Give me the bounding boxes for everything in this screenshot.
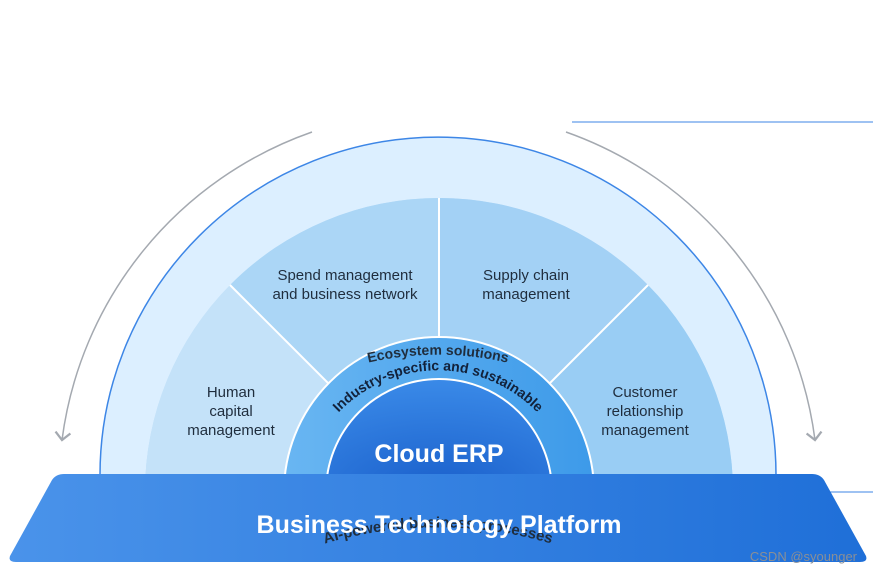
watermark: CSDN @syounger <box>749 549 857 564</box>
core-label: Cloud ERP <box>374 440 503 468</box>
sector-label-customer-line: relationship <box>607 403 684 420</box>
ecosystem-label: Ecosystem solutions <box>366 342 511 366</box>
sector-label-spend-line: and business network <box>272 286 418 303</box>
sector-label-human-capital: Human capital management <box>187 384 275 439</box>
sector-divider-3 <box>547 284 649 386</box>
sector-label-supply-chain-line: management <box>482 286 570 303</box>
cloud-erp-core <box>324 378 554 493</box>
sector-label-customer: Customer relationship management <box>601 384 689 439</box>
sector-label-customer-line: management <box>601 422 689 439</box>
sector-label-human-capital-line: Human <box>207 384 255 401</box>
sector-label-human-capital-line: capital <box>209 403 252 420</box>
sector-label-spend: Spend management and business network <box>272 267 418 303</box>
left-process-arrow <box>54 131 313 442</box>
sector-label-supply-chain-line: Supply chain <box>483 267 569 284</box>
sector-label-human-capital-line: management <box>187 422 275 439</box>
sector-label-customer-line: Customer <box>612 384 677 401</box>
platform-label: Business Technology Platform <box>257 511 622 539</box>
sector-divider-1 <box>229 284 331 386</box>
platform-base <box>9 474 867 562</box>
right-process-arrow <box>565 131 823 442</box>
sector-label-supply-chain: Supply chain management <box>482 267 570 303</box>
sector-labels: Human capital management Spend management an… <box>187 267 689 439</box>
sector-label-spend-line: Spend management <box>277 267 413 284</box>
